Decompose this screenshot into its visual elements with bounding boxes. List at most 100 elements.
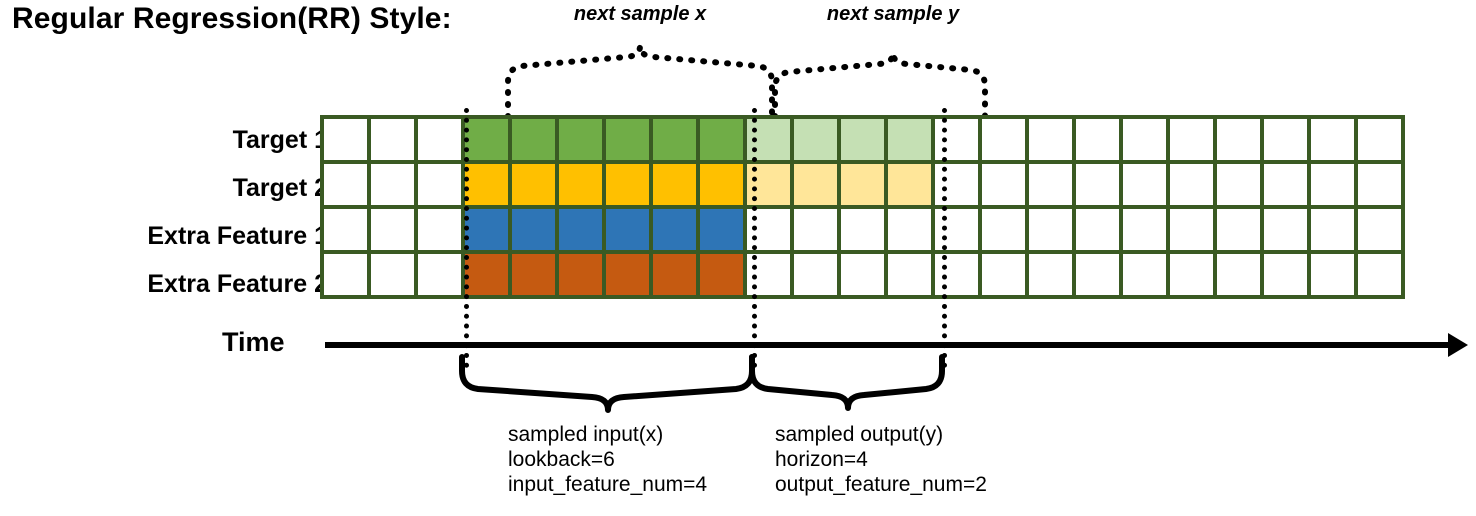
grid-cell-empty xyxy=(367,205,418,254)
time-axis-label: Time xyxy=(222,327,285,357)
grid-cell-input xyxy=(696,205,747,254)
grid-cell-empty xyxy=(1166,205,1217,254)
grid-cell-input xyxy=(649,160,700,209)
grid-cell-empty xyxy=(931,205,982,254)
grid-cell-input xyxy=(649,205,700,254)
grid-cell-empty xyxy=(320,205,371,254)
time-axis-line xyxy=(325,342,1453,348)
grid-cell-output xyxy=(790,160,841,209)
grid-cell-input xyxy=(555,115,606,164)
grid-cell-empty xyxy=(1119,205,1170,254)
grid-cell-empty xyxy=(414,160,465,209)
grid-cell-empty xyxy=(790,250,841,299)
row-label-target-1: Target 1 xyxy=(232,126,328,154)
grid-cell-empty xyxy=(1025,205,1076,254)
grid-cell-input xyxy=(555,160,606,209)
grid-cell-empty xyxy=(1260,160,1311,209)
next-sample-x-label: next sample x xyxy=(573,3,707,25)
sampled-input-lookback: lookback=6 xyxy=(508,448,615,471)
grid-cell-input xyxy=(602,205,653,254)
grid-cell-input xyxy=(602,250,653,299)
grid-cell-empty xyxy=(743,205,794,254)
grid-cell-empty xyxy=(1213,250,1264,299)
grid-row xyxy=(320,250,1405,299)
grid-cell-empty xyxy=(1260,205,1311,254)
grid-cell-empty xyxy=(320,250,371,299)
grid-cell-empty xyxy=(1260,115,1311,164)
grid-cell-empty xyxy=(320,115,371,164)
grid-cell-empty xyxy=(931,115,982,164)
grid-cell-empty xyxy=(1072,205,1123,254)
grid-cell-empty xyxy=(1307,205,1358,254)
grid-cell-input xyxy=(696,160,747,209)
grid-cell-empty xyxy=(414,205,465,254)
grid-cell-empty xyxy=(1119,160,1170,209)
grid-cell-empty xyxy=(884,205,935,254)
grid-cell-empty xyxy=(1025,115,1076,164)
grid-row xyxy=(320,160,1405,209)
grid-cell-empty xyxy=(414,115,465,164)
grid-row xyxy=(320,115,1405,164)
next-sample-y-label: next sample y xyxy=(826,3,960,25)
grid-cell-empty xyxy=(1307,250,1358,299)
sampled-output-horizon: horizon=4 xyxy=(775,448,868,471)
page-title: Regular Regression(RR) Style: xyxy=(12,2,452,35)
grid-cell-empty xyxy=(978,115,1029,164)
grid-row xyxy=(320,205,1405,254)
grid-cell-empty xyxy=(414,250,465,299)
guide-line-input-start xyxy=(464,108,469,368)
grid-cell-empty xyxy=(1213,160,1264,209)
grid-cell-empty xyxy=(367,250,418,299)
grid-cell-empty xyxy=(931,160,982,209)
grid-cell-empty xyxy=(1119,115,1170,164)
sampled-input-feature-num: input_feature_num=4 xyxy=(508,473,708,496)
grid-cell-output xyxy=(743,115,794,164)
grid-cell-input xyxy=(649,250,700,299)
grid-cell-empty xyxy=(790,205,841,254)
grid-cell-empty xyxy=(1307,115,1358,164)
grid-cell-empty xyxy=(978,205,1029,254)
grid-cell-empty xyxy=(1213,115,1264,164)
grid-cell-input xyxy=(696,115,747,164)
grid-cell-input xyxy=(555,250,606,299)
grid-cell-empty xyxy=(1166,160,1217,209)
grid-cell-empty xyxy=(978,160,1029,209)
grid-cell-empty xyxy=(978,250,1029,299)
grid-cell-empty xyxy=(1025,160,1076,209)
grid-cell-empty xyxy=(1166,115,1217,164)
grid-cell-empty xyxy=(1166,250,1217,299)
grid-cell-empty xyxy=(884,250,935,299)
grid-cell-input xyxy=(508,115,559,164)
guide-line-output-end xyxy=(942,108,947,368)
grid-cell-empty xyxy=(320,160,371,209)
sampled-output-title: sampled output(y) xyxy=(775,423,944,446)
top-dotted-braces xyxy=(505,45,988,120)
grid-cell-input xyxy=(649,115,700,164)
grid-cell-empty xyxy=(1354,160,1405,209)
grid-cell-output xyxy=(837,160,888,209)
grid-cell-output xyxy=(837,115,888,164)
grid-cell-empty xyxy=(837,250,888,299)
sampled-output-feature-num: output_feature_num=2 xyxy=(775,473,987,496)
grid-cell-input xyxy=(508,205,559,254)
row-label-extra-feature-1: Extra Feature 1 xyxy=(147,222,328,250)
grid-cell-empty xyxy=(1119,250,1170,299)
bottom-curly-braces xyxy=(459,354,945,413)
grid-cell-input xyxy=(461,160,512,209)
grid-cell-empty xyxy=(367,115,418,164)
grid-cell-input xyxy=(602,115,653,164)
grid-cell-empty xyxy=(743,250,794,299)
grid-cell-input xyxy=(555,205,606,254)
guide-line-input-output-boundary xyxy=(752,108,757,368)
row-label-extra-feature-2: Extra Feature 2 xyxy=(147,270,328,298)
grid-cell-empty xyxy=(837,205,888,254)
grid-cell-input xyxy=(508,250,559,299)
grid-cell-output xyxy=(743,160,794,209)
grid-cell-empty xyxy=(1354,115,1405,164)
grid-cell-empty xyxy=(1354,250,1405,299)
grid-cell-empty xyxy=(1025,250,1076,299)
grid-cell-input xyxy=(508,160,559,209)
grid-cell-output xyxy=(790,115,841,164)
grid-cell-empty xyxy=(1354,205,1405,254)
grid-cell-empty xyxy=(1260,250,1311,299)
